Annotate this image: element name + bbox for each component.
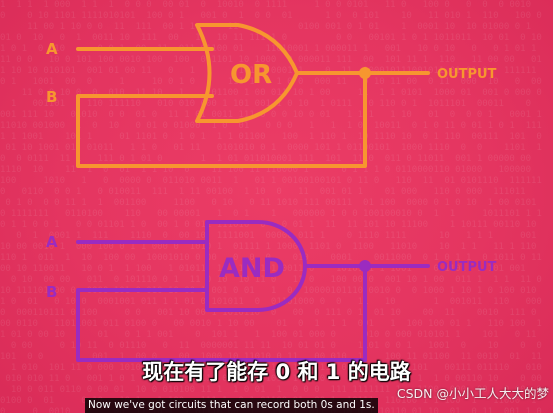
and-output-label: OUTPUT: [437, 260, 497, 275]
or-gate-label: OR: [230, 60, 272, 90]
and-gate-symbol: [205, 220, 307, 312]
or-output-junction: [359, 67, 371, 79]
and-output-junction: [359, 260, 371, 272]
or-feedback-wire: [76, 71, 367, 168]
and-input-b-label: B: [46, 283, 57, 301]
or-output-label: OUTPUT: [437, 67, 497, 82]
and-gate-circuit: [76, 220, 430, 362]
chinese-subtitle: 现在有了能存 0 和 1 的电路: [142, 360, 411, 384]
csdn-watermark: CSDN @小小工人大大的梦: [396, 386, 549, 401]
or-input-b-label: B: [46, 88, 57, 106]
or-gate-symbol: [195, 23, 299, 123]
and-feedback-wire: [76, 264, 367, 362]
english-subtitle: Now we've got circuits that can record b…: [85, 398, 378, 413]
and-input-a-label: A: [46, 233, 58, 251]
and-gate-label: AND: [219, 253, 285, 284]
or-input-a-label: A: [46, 40, 58, 58]
or-gate-circuit: [76, 23, 430, 168]
